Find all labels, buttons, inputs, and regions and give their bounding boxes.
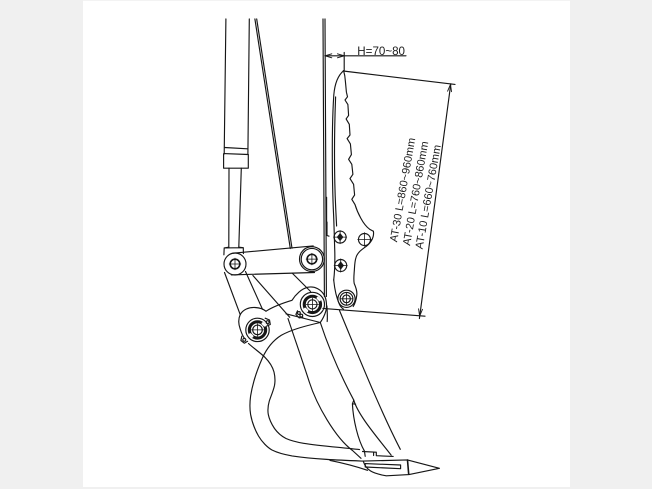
svg-text:H=70~80: H=70~80 bbox=[357, 45, 405, 58]
